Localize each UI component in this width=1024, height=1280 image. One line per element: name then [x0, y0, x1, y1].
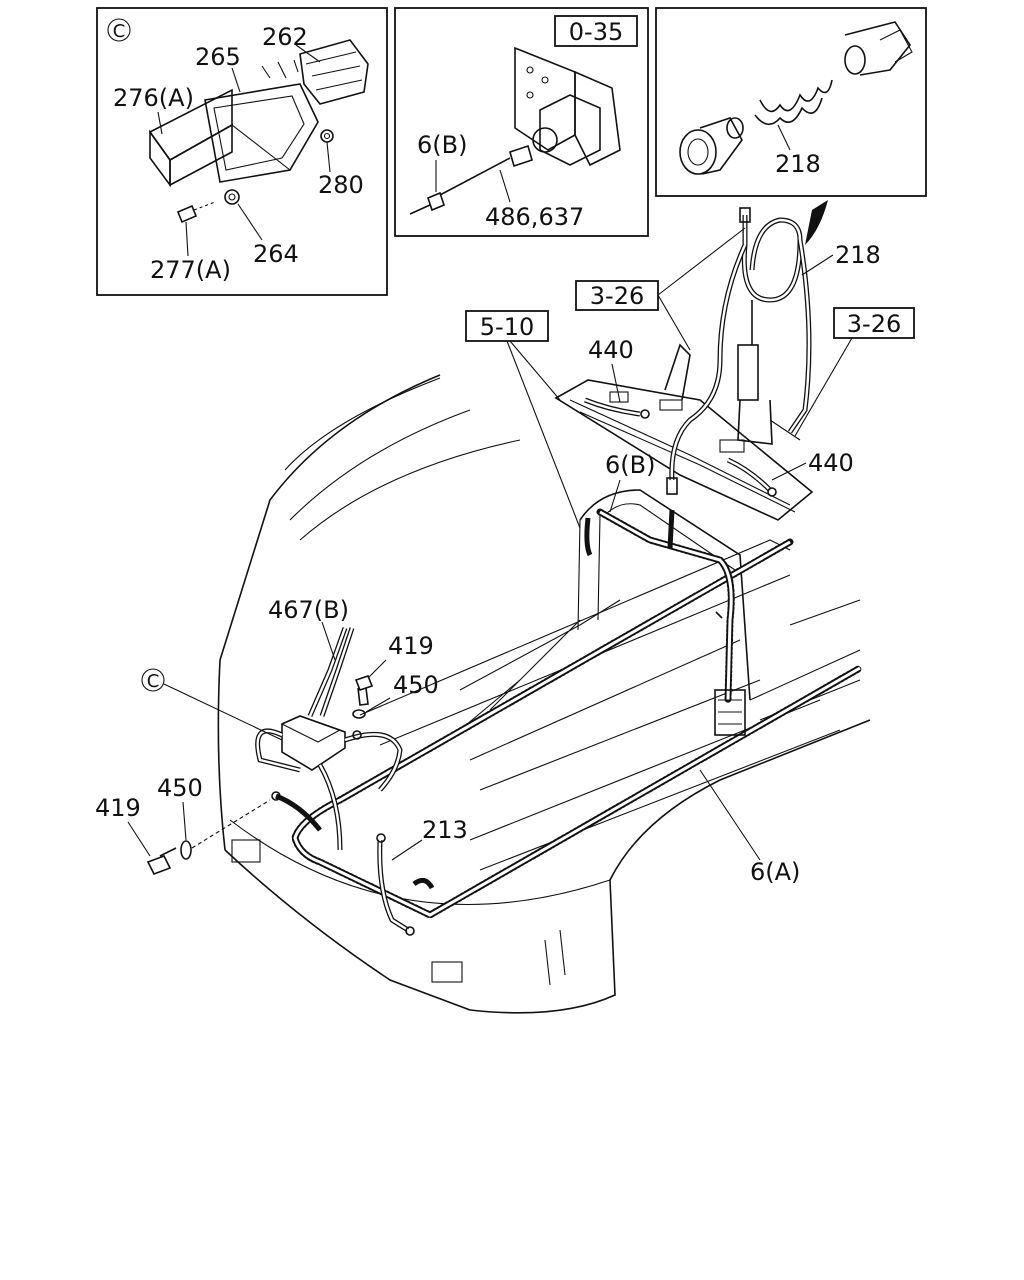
- label-450-lower: 450: [157, 774, 203, 802]
- inset-right-panel: 218: [655, 7, 927, 197]
- label-440-lower: 440: [808, 449, 854, 477]
- inset-middle-panel: 0-35 6(B) 486,637: [394, 7, 649, 237]
- label-264: 264: [253, 240, 299, 268]
- label-218-main: 218: [835, 241, 881, 269]
- fasteners: [146, 675, 374, 876]
- label-467b: 467(B): [268, 596, 349, 624]
- main-marker-circle: [141, 668, 165, 692]
- label-440-upper: 440: [588, 336, 634, 364]
- label-277a: 277(A): [150, 256, 231, 284]
- arrow-icon: [805, 200, 828, 245]
- label-6a: 6(A): [750, 858, 800, 886]
- washer-450-upper: [352, 709, 366, 719]
- label-265: 265: [195, 43, 241, 71]
- cab-outline: [217, 374, 871, 1014]
- label-218-inset: 218: [775, 150, 821, 178]
- label-262: 262: [262, 23, 308, 51]
- inset-c-marker: C: [113, 21, 126, 42]
- bolt-419-upper: [354, 675, 374, 691]
- main-assembly: 3-26 3-26 5-10 218 440 440 6(B) 467(B) 4…: [95, 200, 915, 1014]
- control-unit: [255, 627, 403, 851]
- inset-c-marker-circle: [107, 18, 131, 42]
- ref-box-3-26-left[interactable]: [575, 280, 659, 311]
- label-280: 280: [318, 171, 364, 199]
- label-419-upper: 419: [388, 632, 434, 660]
- connector-drawing: [679, 21, 913, 175]
- dashboard-structure: [359, 489, 861, 871]
- upper-bracket: [554, 300, 814, 521]
- bolt-419-lower: [146, 854, 172, 876]
- label-276a: 276(A): [113, 84, 194, 112]
- ref-box-5-10[interactable]: [465, 310, 549, 342]
- ref-label-3-26-right: 3-26: [847, 310, 901, 338]
- ref-label-3-26-left: 3-26: [590, 282, 644, 310]
- label-486-637: 486,637: [485, 203, 584, 231]
- ref-label-5-10: 5-10: [480, 313, 534, 341]
- ref-box-0-35[interactable]: [554, 15, 638, 47]
- clamp-wires-440: [584, 397, 777, 497]
- label-6b-main: 6(B): [605, 451, 655, 479]
- main-marker: C: [147, 671, 160, 692]
- cable-218: [666, 200, 828, 495]
- label-419-lower: 419: [95, 794, 141, 822]
- ref-box-3-26-right[interactable]: [833, 307, 915, 339]
- label-450-upper: 450: [393, 671, 439, 699]
- label-6b-inset: 6(B): [417, 131, 467, 159]
- label-213: 213: [422, 816, 468, 844]
- inset-c-panel: C 262 265 276(A) 280 277(A) 2: [96, 7, 388, 296]
- cable-213: [376, 833, 435, 936]
- switch-bracket-drawing: [409, 46, 621, 215]
- ref-label-0-35: 0-35: [569, 18, 623, 46]
- control-box-drawing: [148, 39, 369, 224]
- harness-6: [291, 508, 864, 919]
- washer-450-lower: [180, 840, 192, 860]
